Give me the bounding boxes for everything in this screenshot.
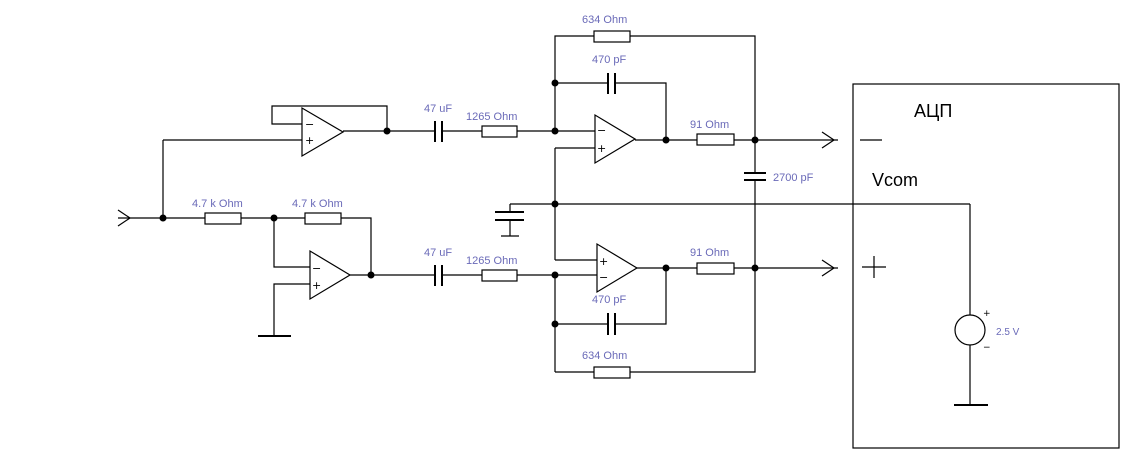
resistor-91-bot	[696, 262, 735, 275]
label-c-in-bot: 47 uF	[424, 247, 452, 259]
vcom-label: Vcom	[872, 170, 918, 190]
buffer-plus: +	[305, 134, 314, 147]
voltage-source	[954, 314, 986, 346]
resistor-634-top	[593, 30, 631, 43]
label-r-in-top: 1265 Ohm	[466, 111, 517, 123]
resistor-4k7-fb	[304, 212, 342, 225]
svg-text:+: +	[312, 279, 321, 292]
svg-text:−: −	[597, 124, 606, 137]
opamp-bottom	[596, 242, 639, 294]
label-c-fb-bot: 470 pF	[592, 294, 627, 306]
svg-text:−: −	[983, 343, 991, 353]
label-c-diff: 2700 pF	[773, 172, 814, 184]
svg-text:−: −	[599, 271, 608, 284]
buffer-opamp	[301, 106, 345, 158]
label-vsrc: 2.5 V	[996, 327, 1020, 338]
svg-text:−: −	[312, 262, 321, 275]
label-r-out-bot: 91 Ohm	[690, 247, 729, 259]
resistor-1265-top	[481, 125, 518, 138]
label-r-inv-in: 4.7 k Ohm	[192, 198, 243, 210]
adc-title: АЦП	[914, 101, 952, 121]
resistor-4k7-in	[204, 212, 242, 225]
label-r-out-top: 91 Ohm	[690, 119, 729, 131]
inverting-opamp	[309, 249, 352, 301]
opamp-top	[594, 113, 637, 165]
buffer-minus: −	[305, 118, 314, 131]
svg-text:+: +	[599, 255, 608, 268]
junction-input	[159, 214, 167, 222]
svg-text:+: +	[983, 309, 991, 319]
label-c-fb-top: 470 pF	[592, 54, 627, 66]
output-arrow-minus	[821, 131, 836, 149]
resistor-91-top	[696, 133, 735, 146]
label-r-inv-fb: 4.7 k Ohm	[292, 198, 343, 210]
resistor-1265-bot	[481, 269, 518, 282]
label-r-fb-bot: 634 Ohm	[582, 350, 627, 362]
adc-box	[852, 83, 1120, 449]
label-r-in-bot: 1265 Ohm	[466, 255, 517, 267]
svg-text:+: +	[597, 142, 606, 155]
output-arrow-plus	[821, 259, 836, 277]
resistor-634-bot	[593, 366, 631, 379]
label-c-in-top: 47 uF	[424, 103, 452, 115]
label-r-fb-top: 634 Ohm	[582, 14, 627, 26]
